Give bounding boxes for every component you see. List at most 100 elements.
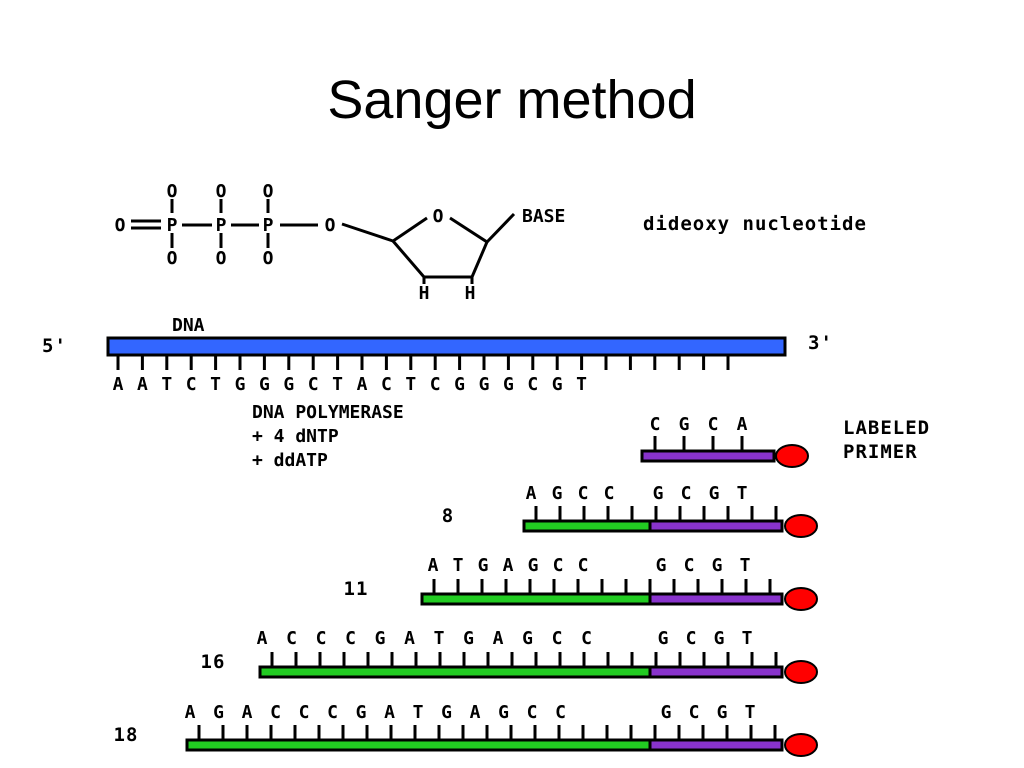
new-strand-base: G	[213, 702, 224, 723]
new-strand-base: C	[555, 702, 566, 723]
template-base: C	[308, 374, 319, 395]
template-ticks	[116, 355, 730, 370]
label-dot	[784, 587, 818, 611]
primer-strand-bar	[648, 592, 784, 606]
primer-strand-base: T	[740, 555, 751, 576]
fragment-length: 11	[344, 578, 369, 600]
primer-strand-base: C	[681, 483, 692, 504]
primer-base: C	[708, 414, 719, 435]
fragment-length: 18	[114, 724, 139, 746]
new-strand-base: T	[434, 628, 445, 649]
reaction-line-3: + ddATP	[252, 450, 328, 471]
primer-label-line-1: LABELED	[843, 417, 930, 439]
primer-strand-base: G	[712, 555, 723, 576]
five-prime-end: 5'	[42, 335, 67, 357]
new-strand-base: T	[453, 555, 464, 576]
reaction-line-2: + 4 dNTP	[252, 426, 339, 447]
primer-strand-base: T	[745, 702, 756, 723]
new-strand-base: C	[527, 702, 538, 723]
new-strand-base: C	[299, 702, 310, 723]
dideoxy-nucleotide-structure: O O O O O O O P P P O O BASE H H	[115, 181, 867, 304]
dideoxy-caption: dideoxy nucleotide	[643, 213, 867, 235]
new-strand-base: C	[578, 483, 589, 504]
new-strand-base: C	[553, 555, 564, 576]
new-strand-base: C	[345, 628, 356, 649]
new-strand-base: A	[526, 483, 537, 504]
new-strand-bar	[185, 738, 652, 752]
template-base: G	[259, 374, 270, 395]
primer-strand-base: C	[686, 628, 697, 649]
hydrogen-1: H	[419, 283, 430, 304]
template-base: C	[527, 374, 538, 395]
new-strand-base: G	[498, 702, 509, 723]
template-base: A	[137, 374, 148, 395]
oxygen-top-1: O	[167, 181, 178, 202]
template-base: C	[186, 374, 197, 395]
label-dot	[784, 660, 818, 684]
new-strand-base: A	[493, 628, 504, 649]
new-strand-base: A	[404, 628, 415, 649]
new-strand-base: A	[428, 555, 439, 576]
oxygen-ring: O	[433, 206, 444, 227]
oxygen-bottom-3: O	[263, 248, 274, 269]
new-strand-bar	[258, 665, 652, 679]
base-label: BASE	[522, 206, 565, 227]
new-strand-base: G	[463, 628, 474, 649]
primer-strand-bar	[648, 519, 784, 533]
template-base: C	[430, 374, 441, 395]
oxygen-top-3: O	[263, 181, 274, 202]
label-dot	[784, 733, 818, 757]
template-base: A	[113, 374, 124, 395]
three-prime-end: 3'	[808, 332, 833, 354]
label-dot	[784, 514, 818, 538]
fragment-length: 16	[201, 651, 226, 673]
new-strand-base: C	[604, 483, 615, 504]
new-strand-base: A	[242, 702, 253, 723]
primer-strand-base: G	[717, 702, 728, 723]
new-strand-base: A	[384, 702, 395, 723]
oxygen-bottom-2: O	[216, 248, 227, 269]
primer-strand-base: G	[714, 628, 725, 649]
template-base: T	[210, 374, 221, 395]
new-strand-base: A	[503, 555, 514, 576]
primer-strand-base: G	[709, 483, 720, 504]
template-base: G	[283, 374, 294, 395]
template-base: A	[357, 374, 368, 395]
phosphorus-3: P	[263, 215, 274, 236]
primer-strand-base: T	[737, 483, 748, 504]
oxygen-link: O	[325, 215, 336, 236]
primer-strand-bar	[648, 738, 784, 752]
chemical-bonds	[131, 199, 516, 284]
primer-base: C	[650, 414, 661, 435]
new-strand-base: A	[470, 702, 481, 723]
fragment-length: 8	[442, 505, 454, 527]
hydrogen-2: H	[465, 283, 476, 304]
new-strand-base: G	[522, 628, 533, 649]
dna-label: DNA	[172, 315, 205, 336]
template-base: G	[454, 374, 465, 395]
new-strand-base: G	[356, 702, 367, 723]
template-base: T	[161, 374, 172, 395]
primer-strand-base: C	[689, 702, 700, 723]
new-strand-base: T	[413, 702, 424, 723]
primer-strand-bar	[640, 449, 776, 463]
reaction-line-1: DNA POLYMERASE	[252, 402, 404, 423]
template-base: G	[503, 374, 514, 395]
new-strand-base: G	[528, 555, 539, 576]
new-strand-base: A	[257, 628, 268, 649]
primer-strand-bar	[648, 665, 784, 679]
new-strand-base: G	[552, 483, 563, 504]
new-strand-base: C	[581, 628, 592, 649]
reaction-conditions: DNA POLYMERASE + 4 dNTP + ddATP	[252, 402, 404, 471]
new-strand-base: C	[270, 702, 281, 723]
primer-strand-base: G	[653, 483, 664, 504]
phosphorus-2: P	[216, 215, 227, 236]
oxygen-bottom-1: O	[167, 248, 178, 269]
primer-label-dot	[775, 444, 809, 468]
